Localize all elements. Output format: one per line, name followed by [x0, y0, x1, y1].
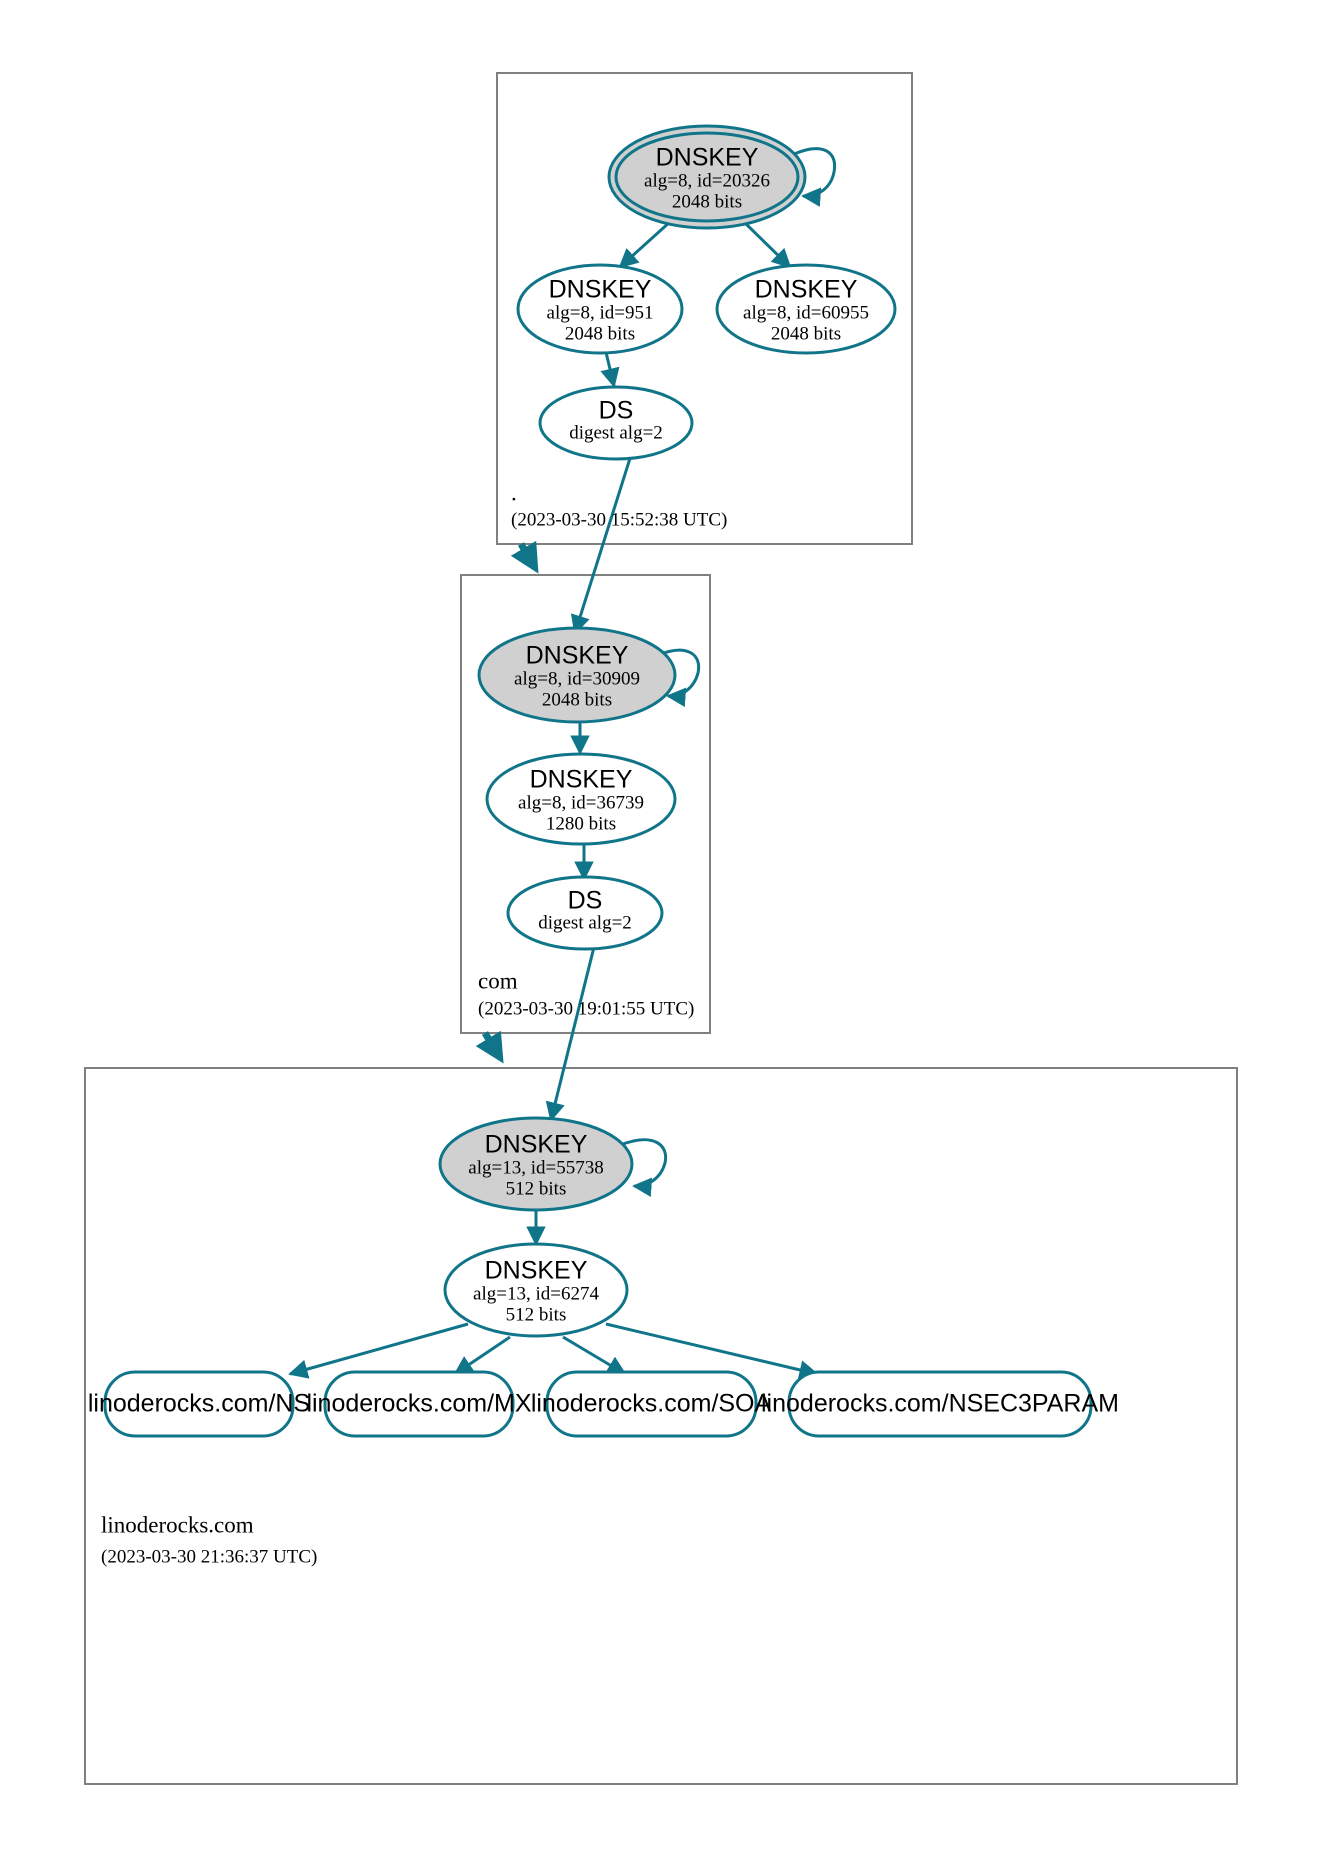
node-params: digest alg=2	[538, 912, 632, 933]
node-outline	[323, 1370, 515, 1438]
node-rrset-nsec3param[interactable]: linoderocks.com/NSEC3PARAM	[761, 1370, 1119, 1438]
rrset-label: linoderocks.com/SOA	[531, 1390, 772, 1418]
edge-lr-zsk-to-soa	[562, 1335, 627, 1376]
node-outline	[538, 385, 694, 461]
node-outline	[787, 1370, 1093, 1438]
node-dnskey-lr-zsk[interactable]: DNSKEY alg=13, id=6274 512 bits	[443, 1242, 629, 1338]
node-bits: 512 bits	[506, 1178, 567, 1199]
node-dnskey-lr-ksk[interactable]: DNSKEY alg=13, id=55738 512 bits	[438, 1116, 634, 1212]
node-rrset-ns[interactable]: linoderocks.com/NS	[88, 1370, 310, 1438]
node-outline	[477, 626, 677, 724]
node-dnskey-root-zsk-951[interactable]: DNSKEY alg=8, id=951 2048 bits	[516, 263, 684, 355]
node-outline	[516, 263, 684, 355]
node-title: DNSKEY	[530, 766, 633, 794]
node-dnskey-root-ksk[interactable]: DNSKEY alg=8, id=20326 2048 bits	[607, 124, 807, 230]
edge-self-sign-com-ksk	[657, 648, 701, 707]
node-params: alg=8, id=36739	[518, 792, 644, 813]
edge-zone-com-to-linoderocks	[475, 1030, 504, 1064]
node-params: digest alg=2	[569, 422, 663, 443]
node-params: alg=8, id=951	[547, 302, 654, 323]
node-params: alg=13, id=55738	[468, 1157, 603, 1178]
edge-self-sign-lr-ksk	[622, 1138, 668, 1197]
node-params: alg=8, id=30909	[514, 668, 640, 689]
node-outline	[438, 1116, 634, 1212]
node-outline	[506, 875, 664, 951]
node-title: DNSKEY	[485, 1257, 588, 1285]
node-dnskey-com-zsk[interactable]: DNSKEY alg=8, id=36739 1280 bits	[485, 752, 677, 846]
node-bits: 2048 bits	[542, 689, 612, 710]
edge-self-sign-root-ksk	[791, 147, 837, 207]
node-params: alg=8, id=20326	[644, 170, 770, 191]
edge-root-ksk-to-zsk60955	[742, 220, 792, 269]
rrset-label: linoderocks.com/NSEC3PARAM	[761, 1390, 1119, 1418]
edge-root-ds-to-com-ksk	[570, 451, 634, 635]
node-ds-root[interactable]: DS digest alg=2	[538, 385, 694, 461]
node-title: DNSKEY	[656, 144, 759, 172]
node-dnskey-root-zsk-60955[interactable]: DNSKEY alg=8, id=60955 2048 bits	[715, 263, 897, 355]
zone-label-root: .	[511, 480, 517, 505]
edge-lr-zsk-to-mx	[453, 1335, 511, 1376]
edge-com-ds-to-lr-ksk	[545, 942, 597, 1122]
zone-timestamp-com: (2023-03-30 19:01:55 UTC)	[478, 998, 694, 1019]
rrset-label: linoderocks.com/MX	[306, 1390, 531, 1418]
edge-root-ksk-to-zsk951	[618, 219, 673, 269]
node-title: DNSKEY	[755, 276, 858, 304]
zone-timestamp-linoderocks: (2023-03-30 21:36:37 UTC)	[101, 1546, 317, 1567]
node-params: alg=13, id=6274	[473, 1283, 599, 1304]
node-title: DNSKEY	[549, 276, 652, 304]
zone-label-linoderocks: linoderocks.com	[101, 1512, 254, 1537]
node-title: DS	[599, 397, 634, 425]
node-outline	[103, 1370, 295, 1438]
node-outline	[485, 752, 677, 846]
node-dnskey-com-ksk[interactable]: DNSKEY alg=8, id=30909 2048 bits	[477, 626, 677, 724]
node-title: DNSKEY	[526, 642, 629, 670]
node-title: DS	[568, 887, 603, 915]
node-outline	[443, 1242, 629, 1338]
zone-timestamp-root: (2023-03-30 15:52:38 UTC)	[511, 509, 727, 530]
node-outline-inner	[614, 131, 800, 223]
node-rrset-mx[interactable]: linoderocks.com/MX	[306, 1370, 532, 1438]
node-bits: 512 bits	[506, 1304, 567, 1325]
edge-zone-root-to-com	[510, 540, 539, 574]
node-params: alg=8, id=60955	[743, 302, 869, 323]
node-bits: 1280 bits	[546, 813, 616, 834]
zone-label-com: com	[478, 968, 518, 993]
node-ds-com[interactable]: DS digest alg=2	[506, 875, 664, 951]
node-title: DNSKEY	[485, 1131, 588, 1159]
node-bits: 2048 bits	[771, 323, 841, 344]
node-bits: 2048 bits	[565, 323, 635, 344]
edge-lr-zsk-to-ns	[288, 1322, 469, 1379]
rrset-label: linoderocks.com/NS	[88, 1390, 310, 1418]
node-bits: 2048 bits	[672, 191, 742, 212]
node-outline	[715, 263, 897, 355]
node-outline	[545, 1370, 758, 1438]
edge-lr-zsk-to-nsec3param	[605, 1322, 819, 1380]
node-rrset-soa[interactable]: linoderocks.com/SOA	[531, 1370, 772, 1438]
